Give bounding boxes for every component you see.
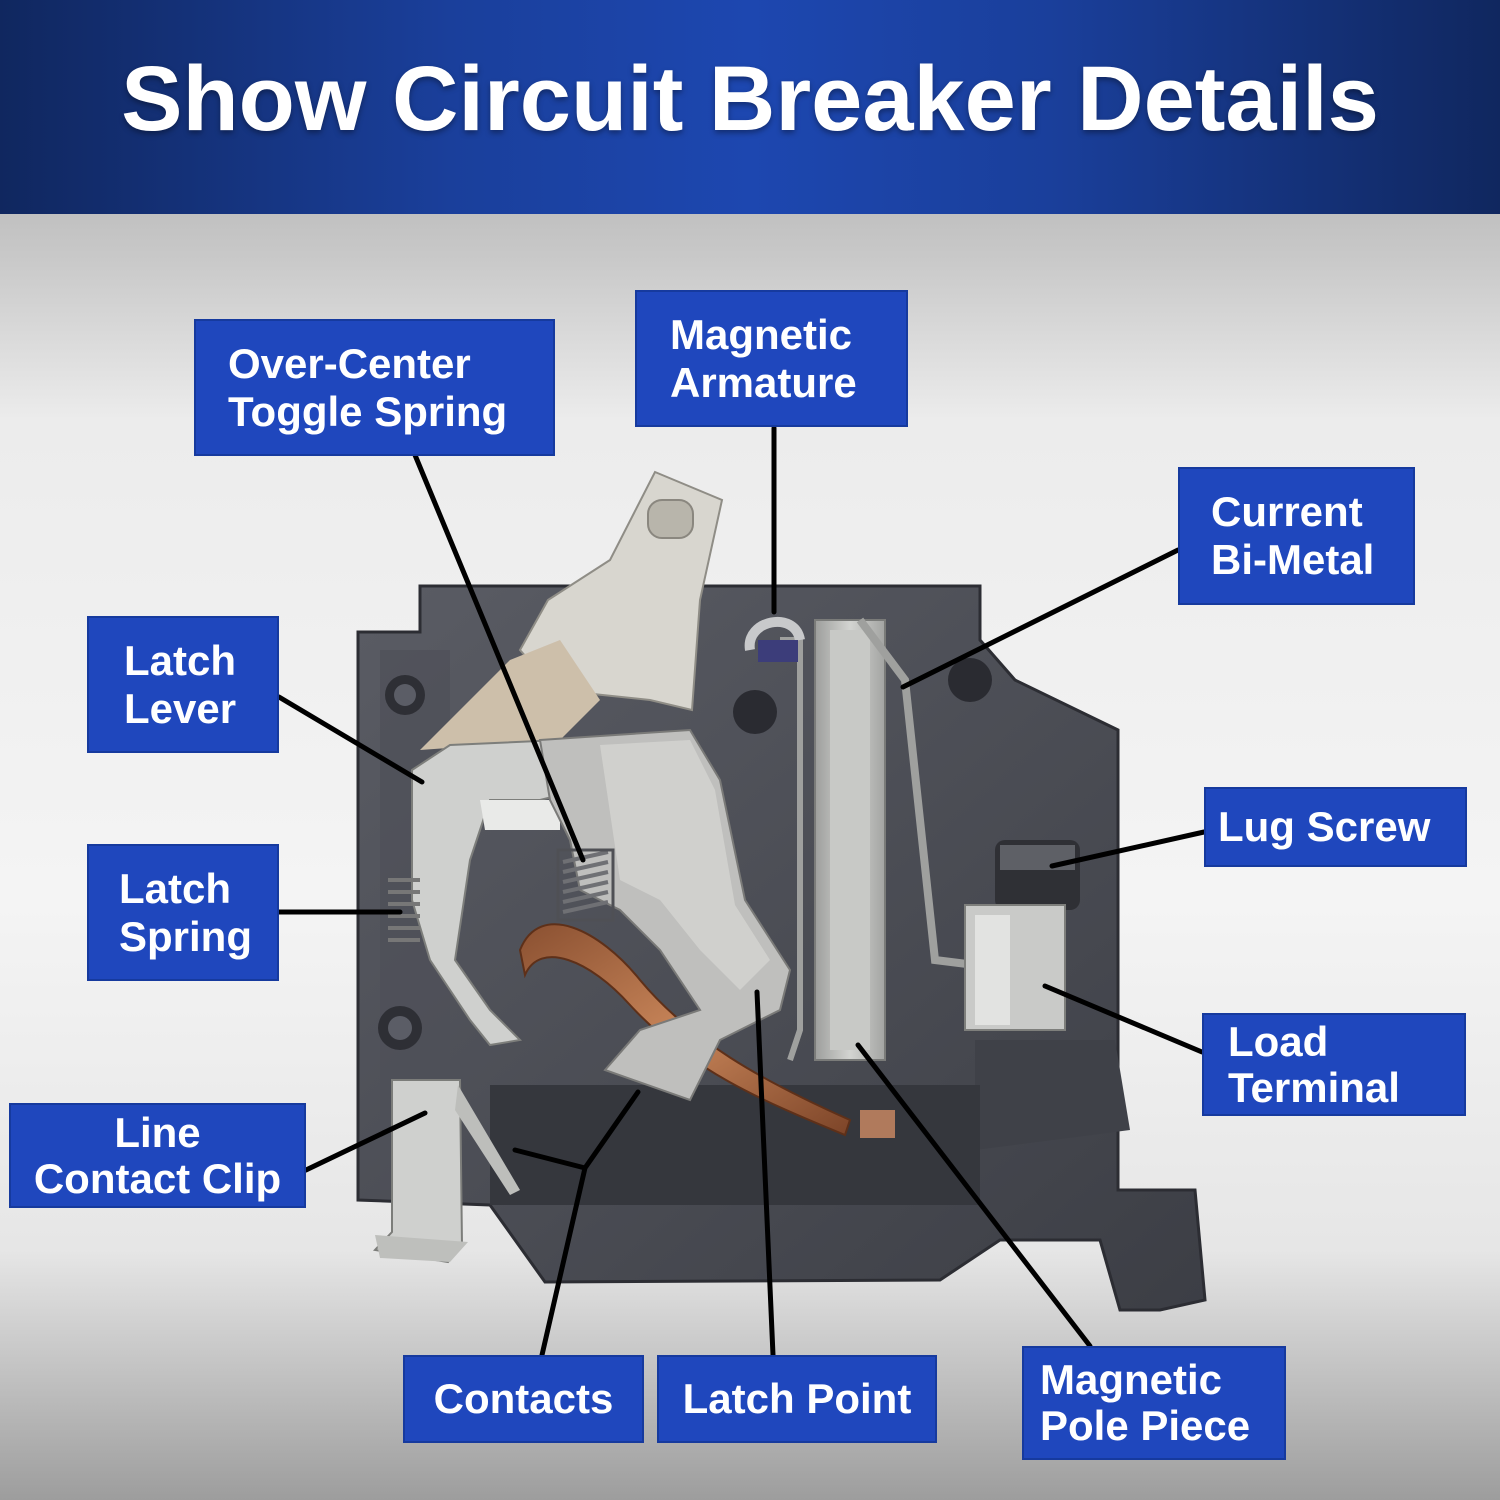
leader-load-terminal <box>1042 983 1205 1055</box>
leader-over-center-toggle-spring <box>412 452 586 863</box>
contact-arm <box>538 728 792 1102</box>
leader-lines <box>276 425 1207 1358</box>
label-current-bi-metal: Current Bi-Metal <box>1178 467 1415 605</box>
leader-line-contact-clip <box>303 1110 428 1173</box>
lug-assembly <box>964 840 1080 1031</box>
toggle-spring <box>556 848 615 922</box>
latch-spring-part <box>388 878 420 942</box>
label-magnetic-armature: Magnetic Armature <box>635 290 908 427</box>
label-lug-screw: Lug Screw <box>1204 787 1467 867</box>
label-latch-spring: Latch Spring <box>87 844 279 981</box>
leader-latch-lever <box>276 694 425 785</box>
label-latch-point: Latch Point <box>657 1355 937 1443</box>
label-over-center-toggle-spring: Over-Center Toggle Spring <box>194 319 555 456</box>
bimetal-assembly <box>744 617 976 1138</box>
leader-latch-point <box>754 989 776 1358</box>
leader-lug-screw <box>1049 829 1207 869</box>
label-magnetic-pole-piece: Magnetic Pole Piece <box>1022 1346 1286 1460</box>
leader-magnetic-pole-piece <box>855 1042 1093 1349</box>
label-latch-lever: Latch Lever <box>87 616 279 753</box>
label-load-terminal: Load Terminal <box>1202 1013 1466 1116</box>
label-contacts: Contacts <box>403 1355 644 1443</box>
page-title: Show Circuit Breaker Details <box>121 47 1379 150</box>
leader-contacts <box>512 1089 641 1358</box>
header-banner: Show Circuit Breaker Details <box>0 0 1500 214</box>
leader-current-bi-metal <box>900 547 1181 690</box>
label-line-contact-clip: Line Contact Clip <box>9 1103 306 1208</box>
toggle-handle <box>420 470 724 750</box>
